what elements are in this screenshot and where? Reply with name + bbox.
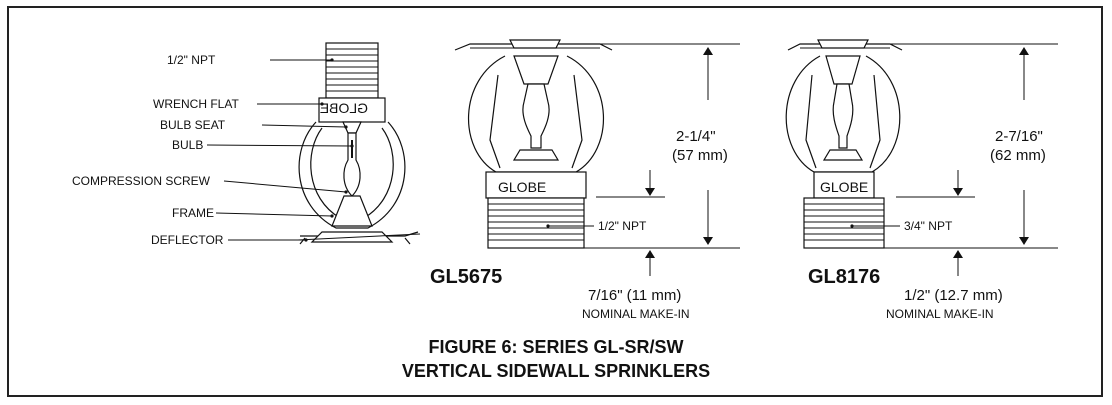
left-brand-label: GLOBE bbox=[320, 100, 368, 116]
gl8176-makein-label: NOMINAL MAKE-IN bbox=[886, 307, 994, 321]
label-bulb-seat: BULB SEAT bbox=[160, 118, 226, 132]
label-wrench-flat: WRENCH FLAT bbox=[153, 97, 239, 111]
gl5675-brand-label: GLOBE bbox=[498, 179, 546, 195]
left-leader-dots bbox=[304, 58, 354, 242]
left-sprinkler-drawing bbox=[297, 42, 421, 245]
gl5675-height-mm: (57 mm) bbox=[672, 147, 728, 164]
figure-title-line1: FIGURE 6: SERIES GL-SR/SW bbox=[428, 337, 683, 357]
gl5675-drawing bbox=[454, 39, 613, 249]
gl5675-makein-label: NOMINAL MAKE-IN bbox=[582, 307, 690, 321]
label-compression-screw: COMPRESSION SCREW bbox=[72, 174, 211, 188]
gl5675-thread-label: 1/2" NPT bbox=[598, 219, 647, 233]
gl5675-makein: 7/16" (11 mm) bbox=[588, 287, 681, 304]
gl8176-drawing bbox=[785, 39, 903, 249]
gl5675-height-in: 2-1/4" bbox=[676, 128, 716, 145]
gl8176-thread-label: 3/4" NPT bbox=[904, 219, 953, 233]
left-leader-lines bbox=[206, 59, 353, 241]
gl8176-height-in: 2-7/16" bbox=[995, 128, 1043, 145]
gl8176-height-mm: (62 mm) bbox=[990, 147, 1046, 164]
gl8176-dimension-lines bbox=[880, 43, 1058, 276]
figure-title-line2: VERTICAL SIDEWALL SPRINKLERS bbox=[402, 361, 710, 381]
label-deflector: DEFLECTOR bbox=[151, 233, 224, 247]
gl8176-brand-label: GLOBE bbox=[820, 179, 868, 195]
gl8176-makein: 1/2" (12.7 mm) bbox=[904, 287, 1003, 304]
gl8176-model: GL8176 bbox=[808, 266, 880, 288]
thread-lines bbox=[326, 48, 378, 92]
label-frame: FRAME bbox=[172, 206, 214, 220]
gl5675-dimension-lines bbox=[572, 43, 740, 276]
label-npt: 1/2" NPT bbox=[167, 53, 216, 67]
gl5675-model: GL5675 bbox=[430, 266, 502, 288]
label-bulb: BULB bbox=[172, 138, 203, 152]
